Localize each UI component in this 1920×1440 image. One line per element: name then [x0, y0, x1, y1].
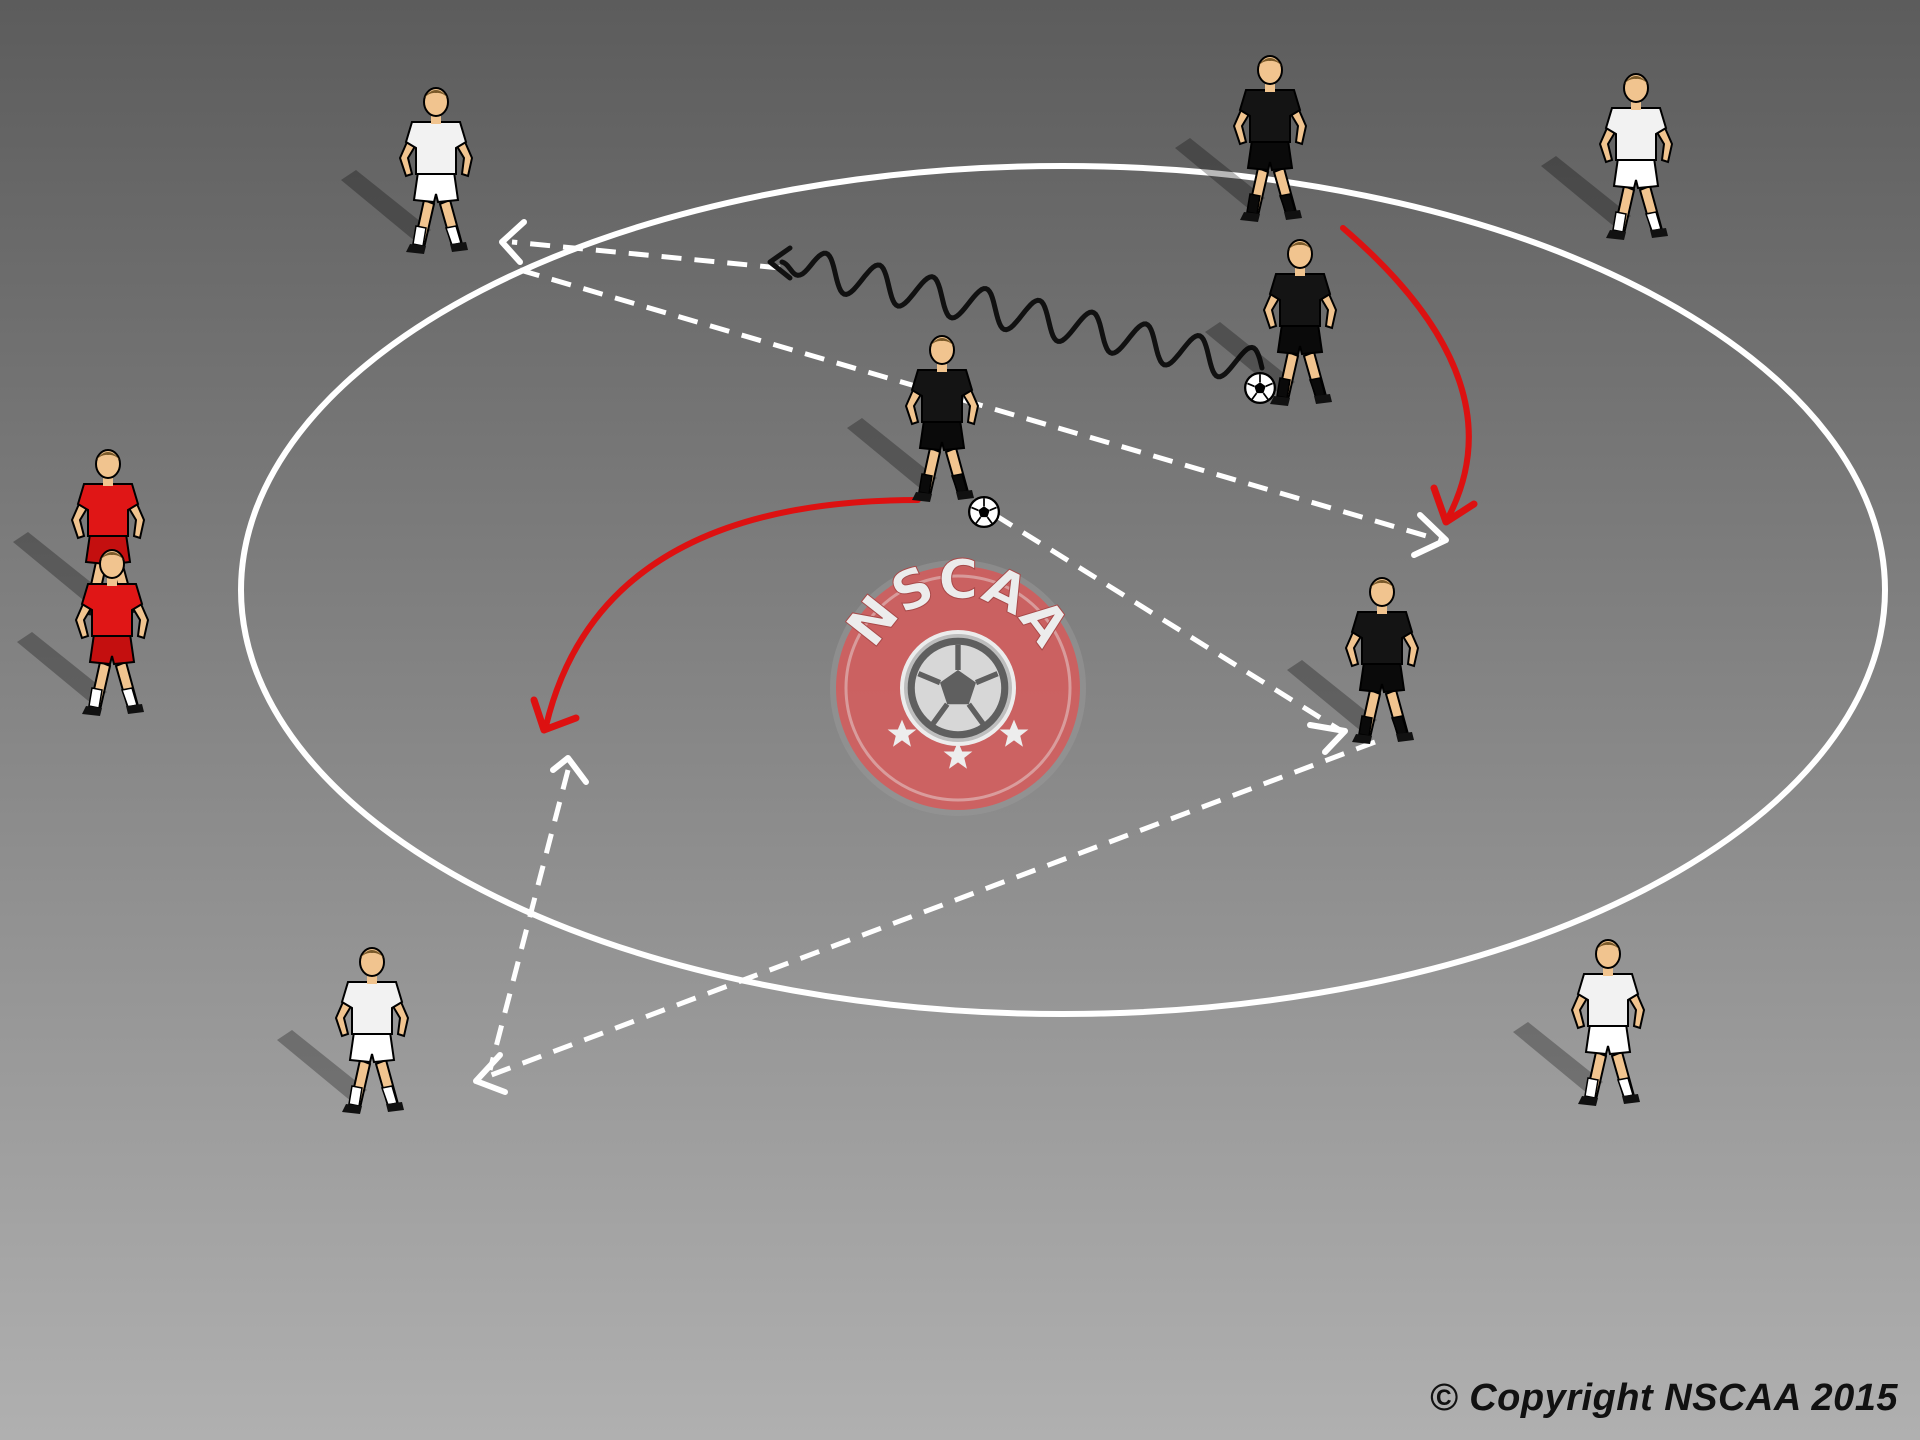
run-arrowheads	[530, 484, 1478, 734]
dribble-line	[779, 250, 1265, 380]
player-figure-icon	[277, 947, 410, 1114]
player-figure-icon	[17, 549, 150, 716]
pass-arrowhead	[1307, 722, 1348, 755]
pass-line	[993, 512, 1342, 733]
pass-arrowhead	[499, 219, 527, 265]
copyright-notice: © Copyright NSCAA 2015	[1429, 1377, 1898, 1419]
player-figure-icon	[1205, 239, 1338, 406]
pass-line	[487, 769, 571, 1071]
player-figure-icon	[847, 335, 980, 502]
run-arrowhead	[530, 696, 580, 734]
pass-arrowheads	[473, 219, 1449, 1095]
player-figure-icon	[1513, 939, 1646, 1106]
pass-line	[511, 239, 781, 271]
player-figure-icon	[1287, 577, 1420, 744]
run-arrow	[543, 497, 921, 729]
run-arrowhead	[1430, 484, 1478, 526]
soccer-ball-icon	[968, 496, 1000, 528]
pass-arrowhead	[550, 755, 589, 785]
pass-arrowhead	[473, 1052, 508, 1095]
run-arrow	[1340, 225, 1472, 521]
player-figure-icon	[341, 87, 474, 254]
player-figure-icon	[1175, 55, 1308, 222]
players	[13, 55, 1674, 1114]
run-arrows	[543, 225, 1472, 729]
pass-arrowhead	[1411, 512, 1449, 558]
player-figure-icon	[1541, 73, 1674, 240]
center-circle	[238, 163, 1888, 1017]
pass-line	[477, 739, 1376, 1083]
dribble-arrowhead	[767, 245, 793, 281]
pass-lines	[477, 239, 1441, 1083]
soccer-ball-icon	[1244, 372, 1276, 404]
pass-line	[519, 267, 1441, 543]
